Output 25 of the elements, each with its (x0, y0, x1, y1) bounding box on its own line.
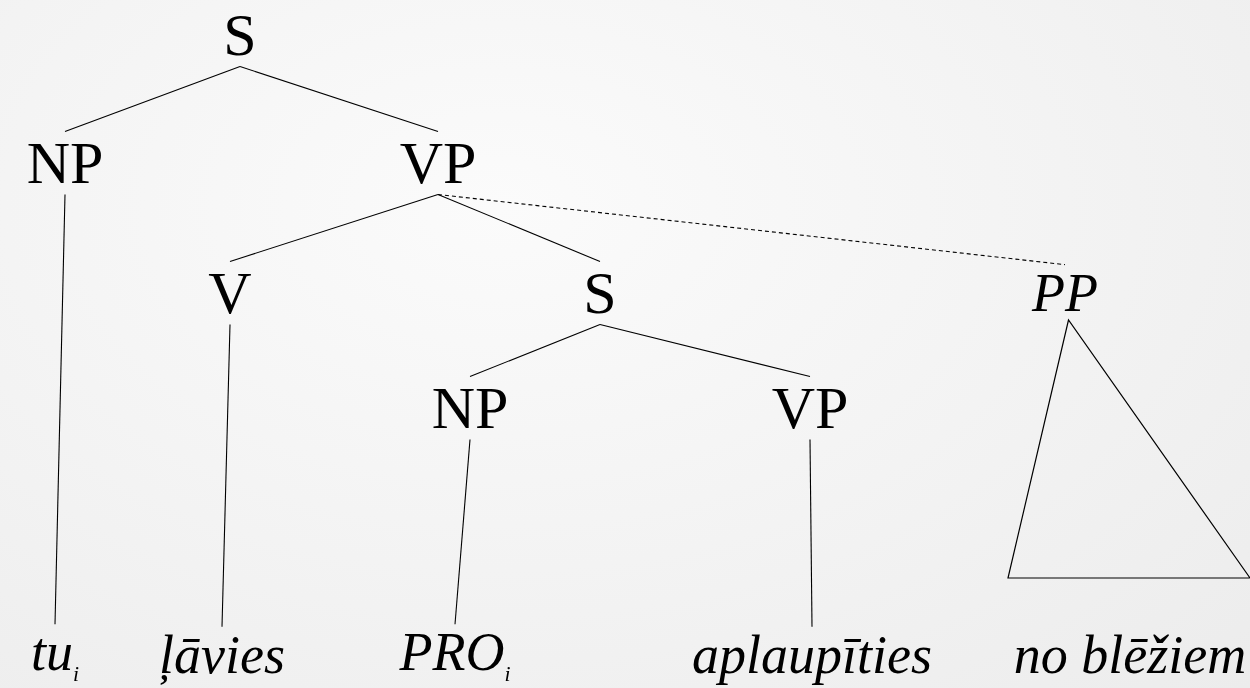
branch-line (809, 438, 813, 628)
branch-line (229, 193, 439, 263)
word-label: no blēžiem (1013, 626, 1247, 684)
triangle-shape (1008, 320, 1250, 578)
word-label: ļāvies (159, 626, 285, 684)
branch-line (437, 193, 601, 263)
category-label: S (583, 261, 617, 325)
branch-line (221, 323, 231, 628)
branch-line (469, 323, 601, 378)
branch-line (454, 438, 471, 625)
category-label: VP (399, 131, 477, 195)
branch-line (54, 193, 66, 625)
word-label: PP (1032, 264, 1098, 322)
category-label: NP (26, 131, 104, 195)
category-label: VP (771, 376, 849, 440)
word-label: aplaupīties (692, 626, 932, 684)
branch-line (599, 323, 811, 378)
dashed-branch-line (437, 193, 1066, 266)
category-label: S (223, 3, 257, 67)
branch-line (64, 65, 241, 133)
branch-line (239, 65, 439, 133)
word-label: PRO$_{i}$ (399, 624, 511, 686)
category-label: V (208, 261, 252, 325)
category-label: NP (431, 376, 509, 440)
word-label: tu$_{i}$ (31, 624, 79, 686)
